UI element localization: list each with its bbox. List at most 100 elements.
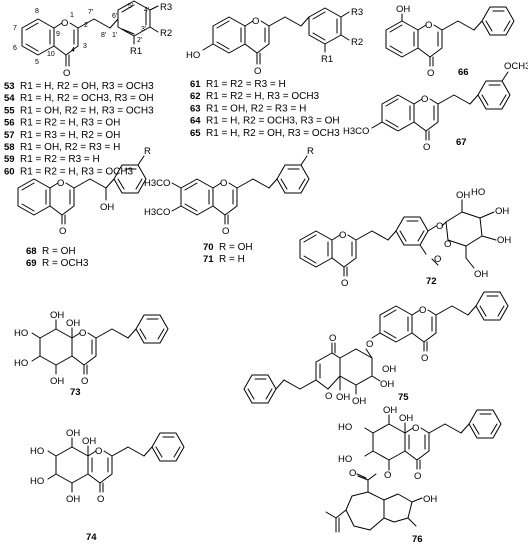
hydroxyl-3: HO — [338, 454, 352, 465]
r3-label: R3 — [160, 2, 172, 13]
compound-number-67: 67 — [456, 137, 467, 148]
hydroxyl-8prime: OH — [100, 202, 114, 213]
r3-label: R3 — [351, 7, 363, 18]
hydroxyl-2: OH — [66, 318, 80, 329]
hydroxyl-3: HO — [30, 446, 44, 457]
methoxy-6: H3CO — [144, 207, 170, 218]
compound-substituents-58: R1 = OH, R2 = R3 = H — [20, 142, 120, 153]
compound-73: OH OH HO HO OH O O 73 — [14, 310, 169, 398]
pos-4: 4 — [71, 47, 75, 54]
compound-number-69: 69 — [26, 258, 37, 269]
compound-substituents-65: R1 = H, R2 = OH, R3 = OCH3 — [206, 128, 340, 139]
pos-2: 2 — [84, 22, 88, 29]
compound-number-72: 72 — [426, 276, 437, 287]
lower-carbonyl-oxygen: O — [329, 333, 336, 344]
ring-oxygen: O — [252, 16, 259, 27]
ester-carbonyl-oxygen: O — [349, 468, 356, 479]
compound-number-75: 75 — [398, 392, 409, 403]
hydroxyl-5: OH — [66, 494, 80, 505]
hydroxyl-8: OH — [396, 4, 410, 15]
pos-4prime: 4' — [144, 7, 149, 14]
pos-7prime: 7' — [88, 9, 93, 16]
ring-oxygen: O — [421, 94, 428, 105]
scaffold-61-65: HO O O R3 R2 R1 — [186, 7, 363, 77]
compound-66: OH O O 66 — [385, 4, 515, 79]
pos-2prime: 2' — [137, 37, 142, 44]
compound-substituents-60: R1 = R2 = H, R3 = OCH3 — [20, 166, 134, 177]
hydroxyl-2: HO — [338, 422, 352, 433]
hydroxyl-4: HO — [14, 358, 28, 369]
carbonyl-oxygen: O — [414, 471, 421, 482]
methoxy-6: H3CO — [343, 126, 369, 137]
hydroxyl-2: OH — [82, 436, 96, 447]
r-label: R — [307, 146, 314, 157]
ring-oxygen: O — [79, 328, 86, 339]
hydroxyl-1: OH — [383, 405, 397, 416]
compound-number-55: 55 — [4, 105, 15, 116]
sugar-hydroxyl-1: OH — [456, 190, 470, 201]
compound-72: O O O OH OH HO OH OH O O 72 — [299, 187, 511, 289]
scaffold-68-69: R OH O O — [17, 146, 151, 237]
hydroxyl-5: OH — [50, 376, 64, 387]
pos-5: 5 — [35, 59, 39, 66]
sugar-hydroxyl-2: OH — [495, 206, 509, 217]
pos-9: 9 — [56, 31, 60, 38]
hydroxyl-1: OH — [380, 379, 394, 390]
compound-substituents-57: R1 = R3 = H, R2 = OH — [20, 130, 120, 141]
r2-label: R2 — [351, 37, 363, 48]
carbonyl-oxygen: O — [63, 68, 70, 79]
pos-3prime: 3' — [141, 26, 146, 33]
r1-label: R1 — [321, 54, 333, 65]
ring-oxygen: O — [339, 230, 346, 241]
scaffold-53-60: O O R3 R2 R1 8 7 6 5 9 10 1 2 3 4 8' 7' … — [13, 0, 172, 79]
ring-oxygen: O — [425, 20, 432, 31]
hydroxyl-1: OH — [50, 310, 64, 321]
compound-substituents-59: R1 = R2 = R3 = H — [20, 154, 100, 165]
compound-substituents-54: R1 = H, R2 = OCH3, R3 = OH — [20, 93, 154, 104]
carbonyl-oxygen: O — [81, 376, 88, 387]
carbonyl-oxygen: O — [97, 494, 104, 505]
compound-number-53: 53 — [4, 81, 15, 92]
compound-substituents-62: R1 = R2 = H, R3 = OCH3 — [206, 91, 320, 102]
ring-oxygen: O — [220, 178, 227, 189]
compound-67: OCH3 H3CO O O 67 — [343, 61, 528, 153]
compound-number-73: 73 — [70, 387, 81, 398]
sugar-hydroxyl-3: HO — [471, 187, 485, 198]
compound-substituents-68: R = OH — [42, 246, 76, 257]
pos-6prime: 6' — [112, 13, 117, 20]
methoxy-4prime: OCH3 — [504, 61, 528, 72]
compound-number-58: 58 — [4, 142, 15, 153]
carbonyl-oxygen: O — [59, 226, 66, 237]
compound-number-63: 63 — [190, 103, 201, 114]
compound-substituents-70: R = OH — [219, 242, 253, 253]
hydroxyl-3: HO — [14, 328, 28, 339]
compound-substituents-55: R1 = OH, R2 = H, R3 = OCH3 — [20, 105, 154, 116]
compound-substituents-63: R1 = OH, R2 = R3 = H — [206, 103, 306, 114]
compound-number-68: 68 — [26, 246, 37, 257]
compound-number-59: 59 — [4, 154, 15, 165]
compound-substituents-56: R1 = R2 = H, R3 = OH — [20, 118, 120, 129]
guaiane-hydroxyl: OH — [423, 494, 437, 505]
scaffold-70-71: R H3CO H3CO O O — [144, 146, 314, 237]
ring-oxygen: O — [61, 18, 68, 29]
pos-6: 6 — [13, 45, 17, 52]
compound-number-62: 62 — [190, 91, 201, 102]
hydroxyl-4: OH — [399, 413, 413, 424]
pos-8prime: 8' — [101, 32, 106, 39]
methoxy-oxygen: O — [434, 254, 441, 265]
r2-label: R2 — [160, 28, 172, 39]
r-label: R — [144, 146, 151, 157]
hydroxyl-2: OH — [352, 396, 366, 407]
upper-ring-oxygen: O — [419, 305, 426, 316]
carbonyl-oxygen: O — [423, 142, 430, 153]
compound-substituents-64: R1 = H, R2 = OCH3, R3 = OH — [206, 116, 340, 127]
sugar-hydroxyl-5: OH — [474, 269, 488, 280]
linking-oxygen: O — [366, 339, 373, 350]
hydroxyl-4: OH — [382, 364, 396, 375]
compound-number-56: 56 — [4, 118, 15, 129]
pos-8: 8 — [35, 8, 39, 15]
carbonyl-oxygen: O — [427, 68, 434, 79]
carbonyl-oxygen: O — [254, 66, 261, 77]
